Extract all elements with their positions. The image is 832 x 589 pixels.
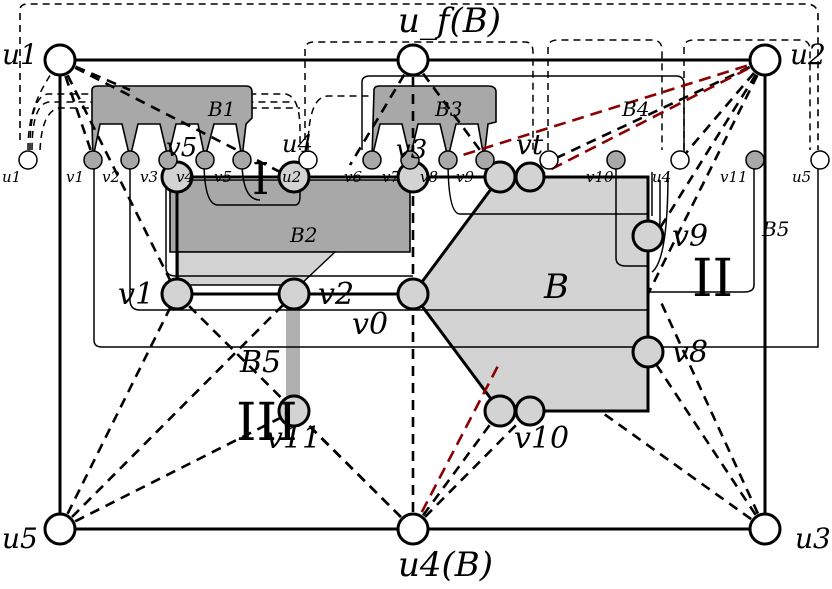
small-label-u1: u1: [2, 168, 21, 186]
small-label-v7: v7: [382, 168, 400, 186]
small-vertex-v8s: [438, 150, 458, 170]
vertex-v0: [396, 277, 430, 311]
label-uf: u_f(B): [398, 1, 501, 41]
red-dashed-edges: [411, 58, 766, 530]
label-u2: u2: [790, 38, 826, 71]
block-B3: [371, 85, 497, 159]
small-vertex-u5: [810, 150, 830, 170]
small-vertex-u1: [18, 150, 38, 170]
small-label-v6: v6: [344, 168, 362, 186]
small-label-v2: v2: [102, 168, 120, 186]
small-label-v10: v10: [586, 168, 614, 186]
small-label-v3: v3: [140, 168, 158, 186]
vertex-u5: [43, 512, 77, 546]
small-vertices: [18, 150, 830, 170]
label-v0: v0: [352, 307, 388, 342]
small-vertex-v4: [195, 150, 215, 170]
vertex-v11: [277, 394, 311, 428]
terminal-vertices: [43, 43, 782, 546]
block-B2: [169, 179, 411, 253]
small-label-u5: u5: [792, 168, 811, 186]
block-B: [411, 175, 650, 413]
label-u3: u3: [795, 522, 831, 555]
small-vertex-v1: [83, 150, 103, 170]
small-label-v5: v5: [214, 168, 232, 186]
label-B2: B2: [289, 223, 317, 247]
label-v5-mid: v5: [166, 133, 197, 163]
small-vertex-v9s: [475, 150, 495, 170]
label-v2: v2: [318, 277, 354, 312]
block-B1: [91, 85, 253, 159]
label-u5: u5: [2, 522, 38, 555]
vertex-v9: [631, 219, 665, 253]
label-region-III: III: [236, 393, 298, 453]
block-B2-light: [177, 251, 337, 286]
label-B5-left: B5: [239, 345, 281, 380]
small-label-v8: v8: [420, 168, 438, 186]
small-label-u4a: u4: [282, 130, 313, 158]
small-label-v4: v4: [176, 168, 194, 186]
outer-face-boundary: [19, 3, 819, 150]
small-vertex-v3: [158, 150, 178, 170]
small-vertex-vt: [539, 150, 559, 170]
dashed-edges: [58, 58, 767, 531]
small-vertex-u4a: [298, 150, 318, 170]
small-vertex-v5: [232, 150, 252, 170]
small-vertex-v10s: [606, 150, 626, 170]
vertex-v10-right: [514, 395, 546, 427]
label-B1: B1: [207, 97, 235, 121]
small-label-u4: u4: [652, 168, 671, 186]
vertex-v10: [483, 394, 517, 428]
vertex-uf: [396, 43, 430, 77]
label-B4: B4: [621, 97, 649, 121]
small-label-u2: u2: [282, 168, 301, 186]
small-vertex-v7: [400, 150, 420, 170]
vertex-v2: [277, 277, 311, 311]
label-v10: v10: [514, 421, 569, 456]
label-v8: v8: [672, 335, 708, 370]
vertex-v8: [631, 335, 665, 369]
vertex-u1: [43, 43, 77, 77]
vertex-vt-right: [514, 161, 546, 193]
label-u4: u4(B): [398, 545, 493, 585]
vertex-u3: [748, 512, 782, 546]
label-v3: v3: [396, 135, 427, 165]
small-vertex-v2: [120, 150, 140, 170]
label-v1: v1: [118, 277, 154, 312]
block-B5-tube: [286, 294, 300, 412]
label-B: B: [543, 267, 569, 307]
small-vertex-u4: [670, 150, 690, 170]
label-v11: v11: [266, 421, 321, 456]
vertex-u2: [748, 43, 782, 77]
small-vertex-v6: [362, 150, 382, 170]
vertex-u4: [396, 512, 430, 546]
label-u1: u1: [2, 38, 38, 71]
small-label-v1: v1: [66, 168, 84, 186]
vertex-u2-mid: [277, 160, 311, 194]
small-label-v11: v11: [720, 168, 748, 186]
label-region-I: I: [252, 154, 269, 205]
small-label-v9: v9: [456, 168, 474, 186]
label-vt: vt: [516, 128, 544, 161]
label-v9: v9: [672, 219, 708, 254]
vertex-v1: [160, 277, 194, 311]
label-B5: B5: [761, 217, 789, 241]
label-region-II: II: [692, 249, 733, 309]
label-B3: B3: [434, 97, 462, 121]
small-vertex-v11: [745, 150, 765, 170]
